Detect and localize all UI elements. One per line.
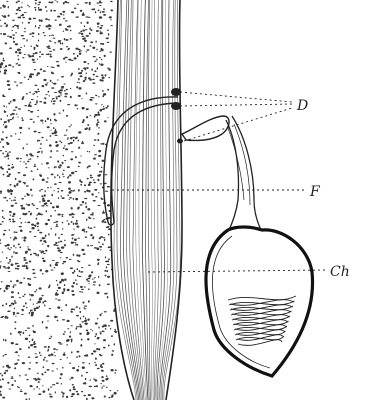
label-d: D xyxy=(296,98,308,114)
ovoid-capsule xyxy=(206,227,313,376)
capsule-stalk xyxy=(226,116,262,232)
stippled-tissue xyxy=(0,0,118,400)
small-lobe xyxy=(182,116,229,140)
label-f: F xyxy=(309,184,321,200)
fibrous-stalk xyxy=(111,0,182,400)
label-ch: Ch xyxy=(330,264,350,280)
